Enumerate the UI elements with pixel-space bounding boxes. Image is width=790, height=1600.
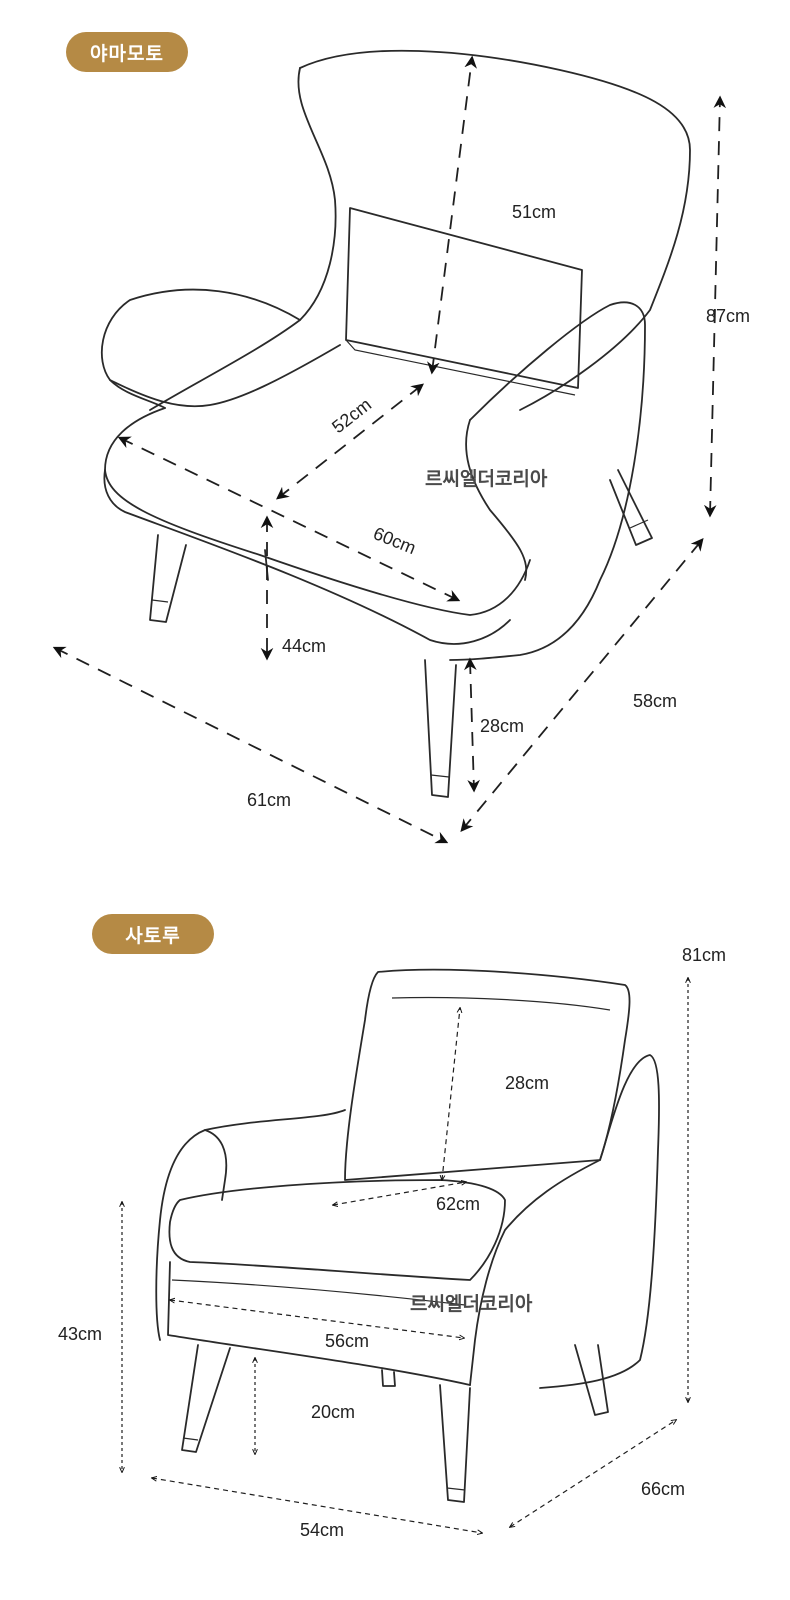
dim-label-seat-width-2: 56cm <box>325 1331 369 1351</box>
dim-label-seat-width-1: 60cm <box>371 523 419 558</box>
dim-label-depth-2: 66cm <box>641 1479 685 1499</box>
dim-label-back-height-2: 28cm <box>505 1073 549 1093</box>
dimension-lines-yamamoto <box>52 55 727 844</box>
dim-label-width-1: 61cm <box>247 790 291 810</box>
dim-label-width-2: 54cm <box>300 1520 344 1540</box>
dim-label-seat-depth-2: 62cm <box>436 1194 480 1214</box>
dim-label-depth-1: 58cm <box>633 691 677 711</box>
dim-label-leg-height-2: 20cm <box>311 1402 355 1422</box>
dim-label-seat-height-2: 43cm <box>58 1324 102 1344</box>
chair-name-badge-satoru: 사토루 <box>92 914 214 954</box>
dim-label-back-height-1: 51cm <box>512 202 556 222</box>
dim-label-leg-height-1: 28cm <box>480 716 524 736</box>
dim-label-seat-height-1: 44cm <box>282 636 326 656</box>
dimension-lines-satoru <box>122 978 688 1533</box>
watermark-1: 르씨엘더코리아 <box>425 468 548 490</box>
dim-label-seat-depth-1: 52cm <box>328 394 375 437</box>
chair-illustration-yamamoto <box>100 49 691 798</box>
chair-name-badge-yamamoto: 야마모토 <box>66 32 188 72</box>
dim-label-total-height-1: 87cm <box>706 306 750 326</box>
watermark-2: 르씨엘더코리아 <box>410 1293 533 1315</box>
chair-illustration-satoru <box>155 968 660 1503</box>
dim-label-total-height-2: 81cm <box>682 945 726 965</box>
